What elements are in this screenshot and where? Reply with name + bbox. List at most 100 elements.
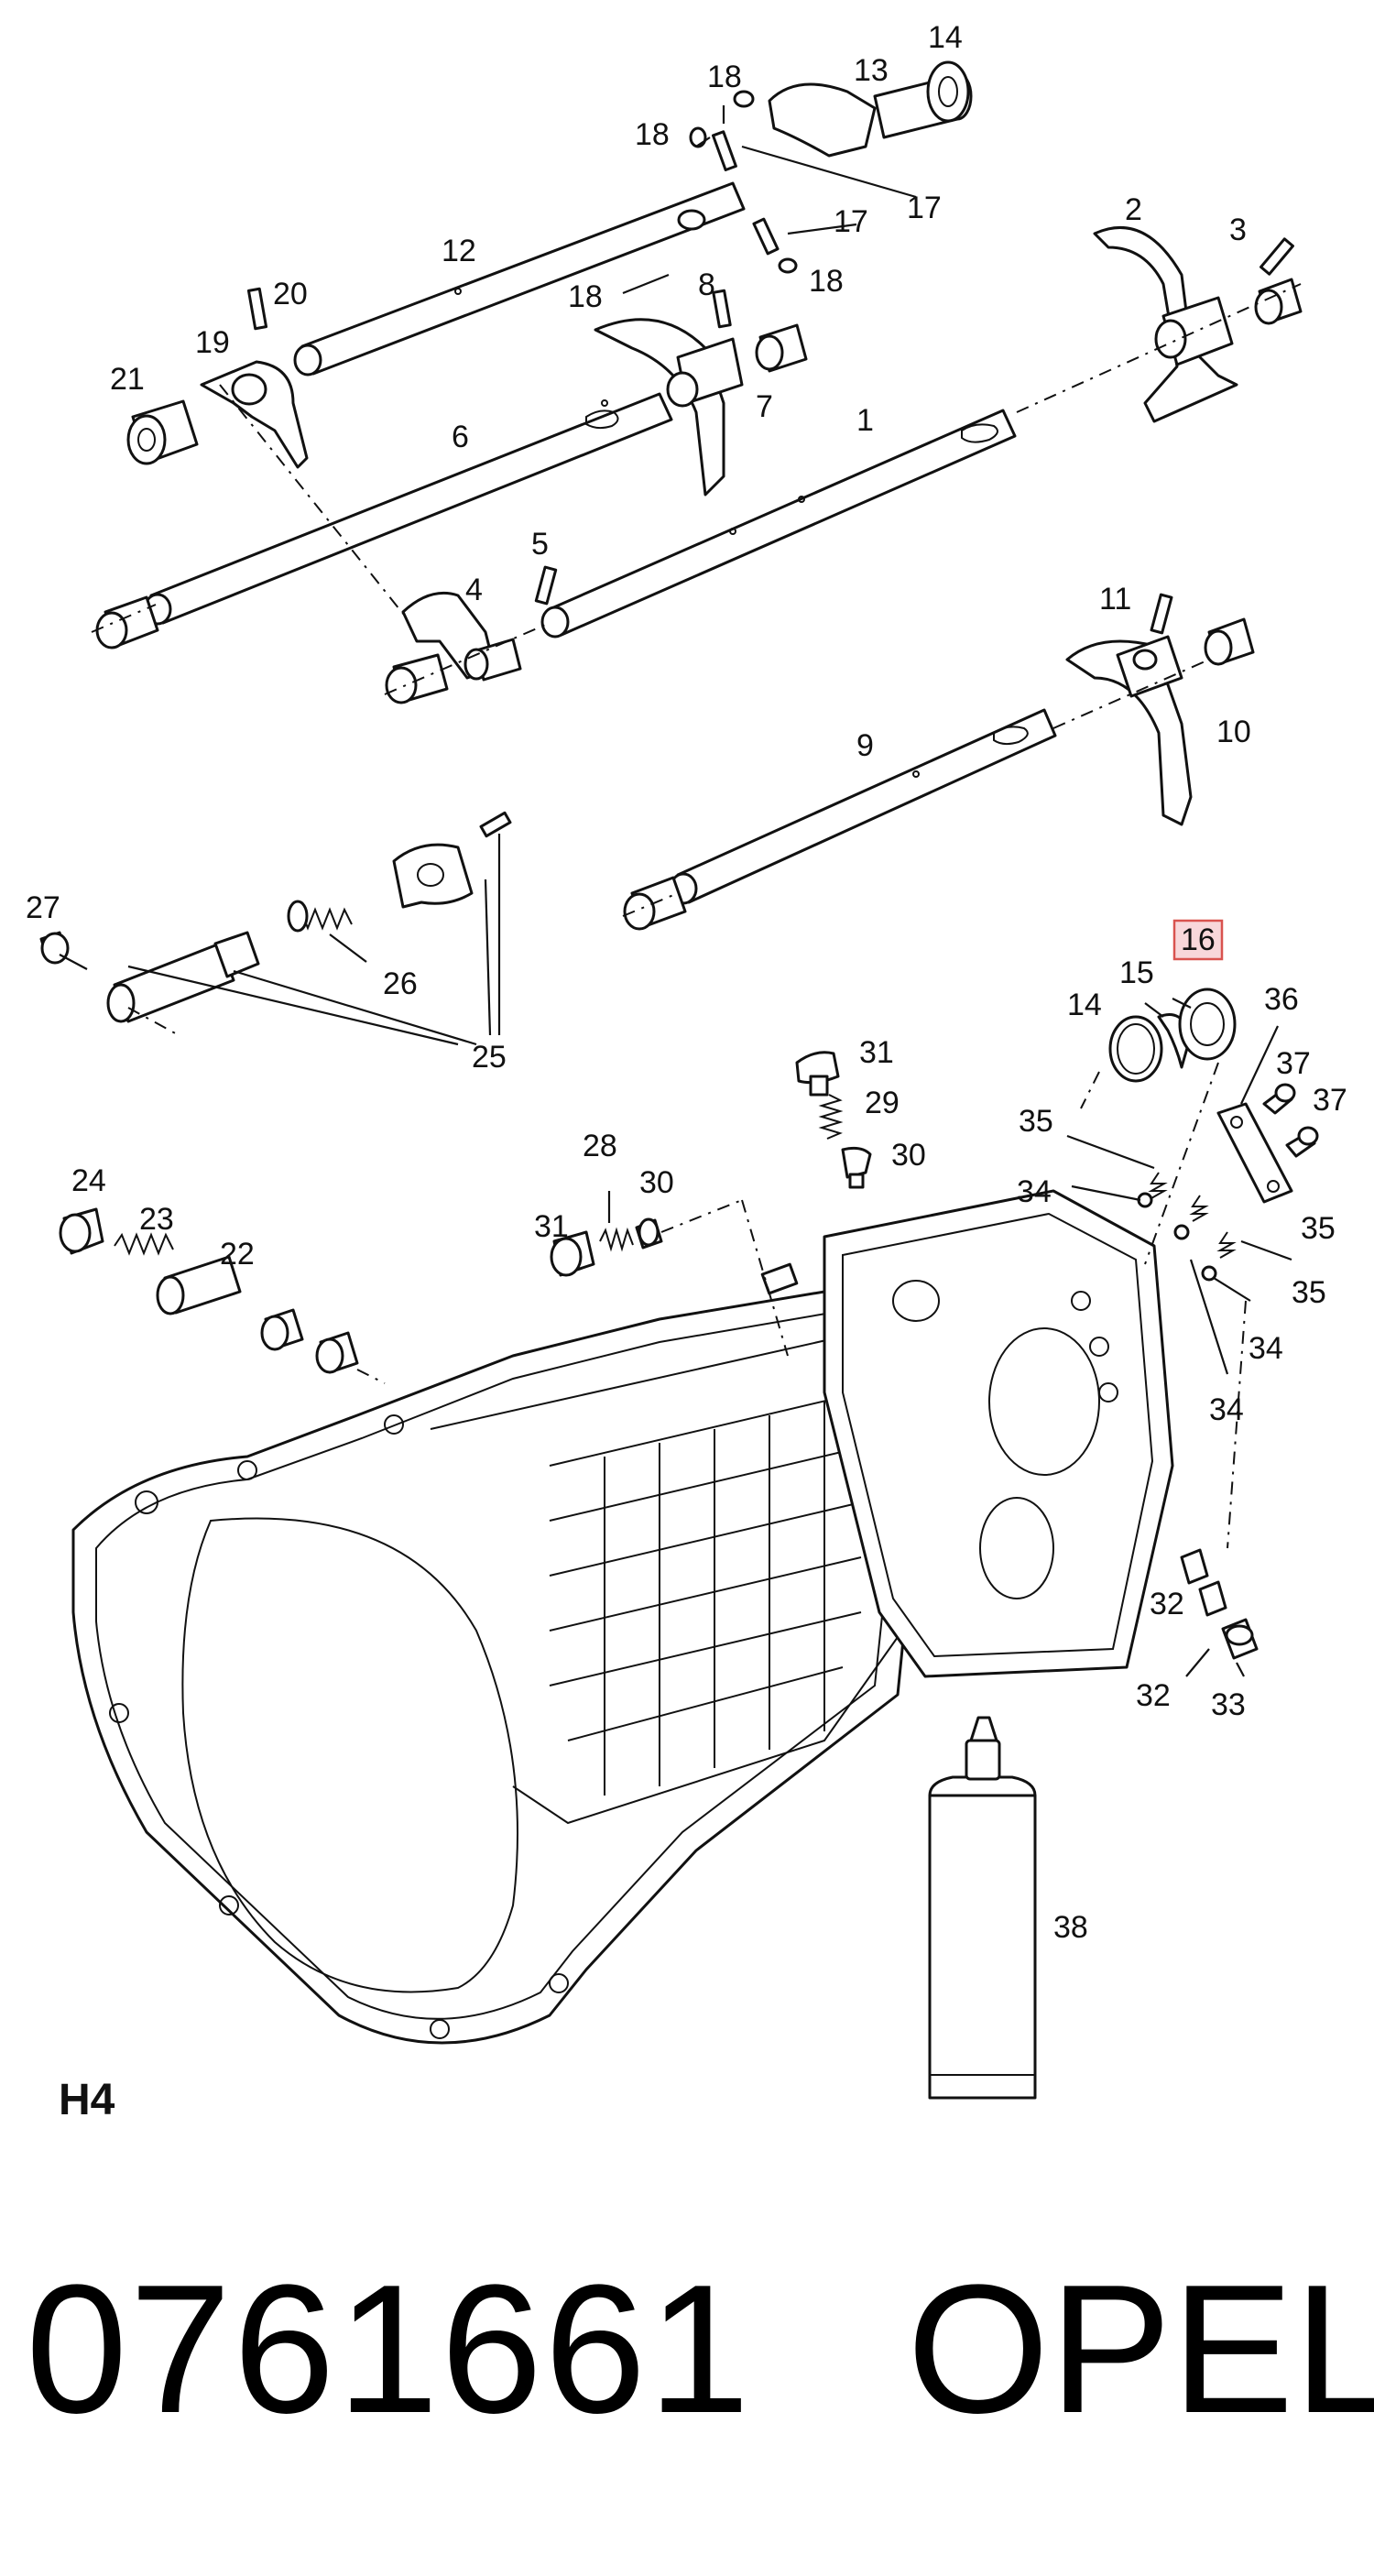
spring-23 <box>114 1232 174 1256</box>
bush-2 <box>1254 278 1303 325</box>
bush-10 <box>1204 617 1255 666</box>
brand-name: OPEL <box>907 2247 1374 2451</box>
bush-4 <box>385 653 449 704</box>
callout-4: 4 <box>465 573 483 607</box>
callout-34-right: 34 <box>1249 1331 1283 1366</box>
bolts-37 <box>1262 1083 1319 1158</box>
callout-10: 10 <box>1216 715 1251 749</box>
plunger-30-top <box>841 1146 872 1189</box>
callout-35-bottom: 35 <box>1292 1275 1326 1310</box>
pin-5 <box>534 565 558 606</box>
shift-fork-2 <box>1093 225 1238 423</box>
callout-33: 33 <box>1211 1687 1246 1722</box>
pin-20 <box>246 287 268 331</box>
callout-17-mid: 17 <box>834 204 868 239</box>
callout-7: 7 <box>756 389 773 424</box>
callout-31-left: 31 <box>534 1209 569 1244</box>
callout-17-right: 17 <box>907 191 942 225</box>
callout-12: 12 <box>442 234 476 268</box>
callout-8: 8 <box>698 267 715 302</box>
spring-29 <box>818 1094 844 1140</box>
callout-34-bottom: 34 <box>1209 1392 1244 1427</box>
dowel-pin <box>760 1262 799 1295</box>
pin-3 <box>1260 237 1294 276</box>
callout-22: 22 <box>220 1237 255 1272</box>
bushes-22 <box>260 1308 359 1374</box>
spring-28 <box>599 1227 634 1252</box>
shift-fork-10 <box>1065 635 1193 826</box>
springs-balls-34-35 <box>1137 1172 1237 1282</box>
plugs-32-33 <box>1180 1548 1259 1660</box>
callout-36: 36 <box>1264 982 1299 1017</box>
plug-31-left <box>550 1230 595 1277</box>
callout-13: 13 <box>854 53 889 88</box>
callout-2: 2 <box>1125 192 1142 227</box>
callout-25: 25 <box>472 1040 507 1075</box>
callout-16-highlight <box>1172 919 1224 961</box>
callout-29: 29 <box>865 1086 900 1120</box>
leader-lines <box>59 105 1292 1677</box>
plug-31-top <box>795 1051 840 1097</box>
callout-18-mid: 18 <box>568 279 603 314</box>
callout-30-right: 30 <box>891 1138 926 1173</box>
callout-27: 27 <box>26 890 60 925</box>
callout-32-upper: 32 <box>1150 1587 1184 1621</box>
callout-28: 28 <box>583 1129 617 1163</box>
pin-8 <box>712 289 732 329</box>
callout-11: 11 <box>1099 582 1131 617</box>
interlock-plunger-25 <box>106 811 512 1023</box>
callout-35-right: 35 <box>1301 1211 1336 1246</box>
callout-21: 21 <box>110 362 145 397</box>
callout-31-top: 31 <box>859 1035 894 1070</box>
shift-rail-1 <box>540 409 1017 639</box>
callout-38: 38 <box>1053 1910 1088 1945</box>
part-number: 0761661 <box>26 2247 752 2451</box>
callout-35-top: 35 <box>1019 1104 1053 1139</box>
callout-5: 5 <box>531 527 549 562</box>
callout-14-bearing: 14 <box>1067 988 1102 1022</box>
bearing-16 <box>1178 988 1237 1061</box>
callout-14-top: 14 <box>928 20 963 55</box>
pin-11 <box>1150 593 1173 635</box>
roller-21 <box>126 399 199 465</box>
shift-fork-7 <box>594 318 744 497</box>
callout-23: 23 <box>139 1202 174 1237</box>
sheet-code: H4 <box>59 2076 115 2124</box>
plunger-22 <box>156 1255 242 1315</box>
callout-16: 16 <box>1181 922 1216 957</box>
callout-9: 9 <box>856 728 874 763</box>
snap-ring-14 <box>1108 1015 1163 1083</box>
callout-18-left: 18 <box>635 117 670 152</box>
callout-labels: 1 2 3 4 5 6 7 8 9 10 11 12 13 14 14 15 1… <box>26 20 1347 1945</box>
callout-1: 1 <box>856 403 874 438</box>
bush-6-end <box>95 595 159 649</box>
callout-18-top: 18 <box>707 60 742 94</box>
callout-20: 20 <box>273 277 308 311</box>
bolt-27 <box>39 931 70 965</box>
pins-17-18 <box>677 90 798 274</box>
callout-32-lower: 32 <box>1136 1678 1171 1713</box>
callout-19: 19 <box>195 325 230 360</box>
callout-3: 3 <box>1229 213 1247 247</box>
plug-24 <box>59 1207 104 1255</box>
plate-36 <box>1216 1102 1293 1204</box>
callout-26: 26 <box>383 966 418 1001</box>
callout-30-left: 30 <box>639 1165 674 1200</box>
callout-6: 6 <box>452 420 469 454</box>
plunger-30-left <box>635 1217 663 1250</box>
callout-34-left: 34 <box>1017 1174 1052 1209</box>
callout-18-right: 18 <box>809 264 844 299</box>
assembly-axes <box>91 283 1302 1549</box>
callout-37-lower: 37 <box>1313 1083 1347 1118</box>
bush-14-top <box>926 60 970 123</box>
spring-26 <box>287 900 353 933</box>
transmission-housing <box>71 1189 1174 2045</box>
callout-15: 15 <box>1119 955 1154 990</box>
grease-tube-38 <box>928 1716 1037 2100</box>
shift-rail-12 <box>293 181 746 377</box>
shift-fork-19 <box>200 360 309 469</box>
bush-9 <box>623 876 687 931</box>
bush-7 <box>755 323 808 373</box>
callout-37-upper: 37 <box>1276 1046 1311 1081</box>
